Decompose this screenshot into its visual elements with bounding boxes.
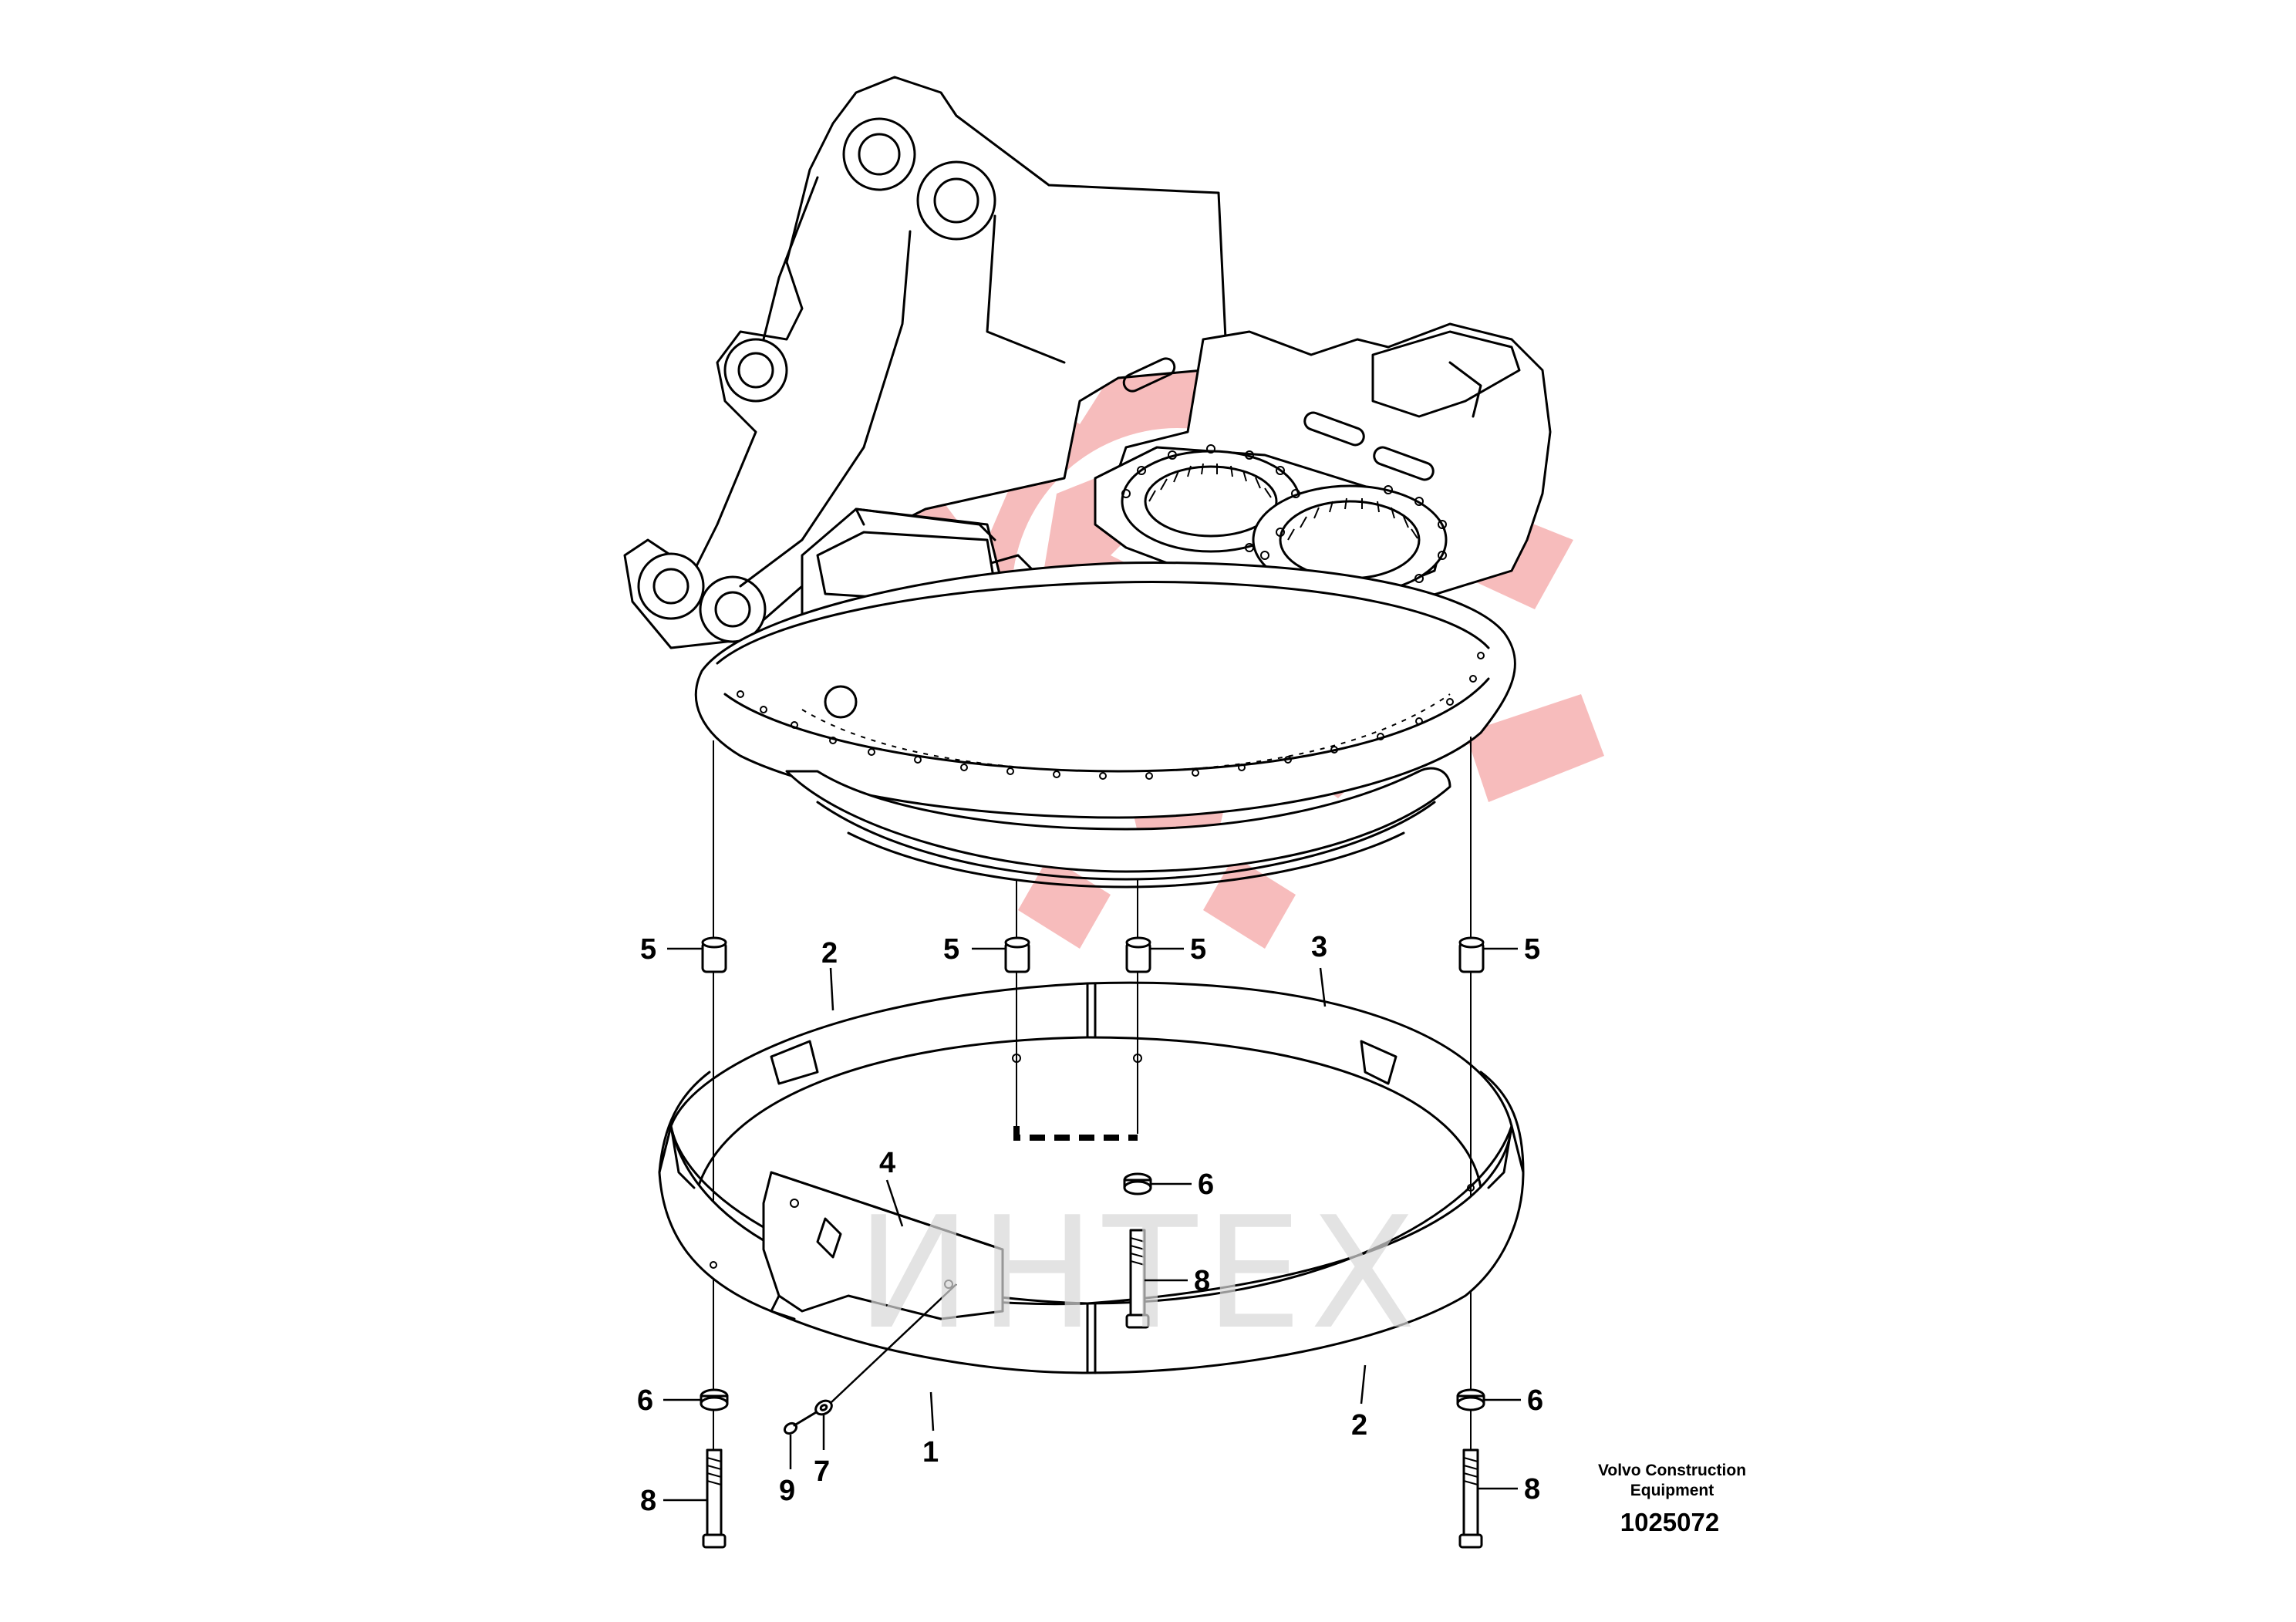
callout-6-center: 6: [1198, 1168, 1214, 1201]
caption-block: Volvo Construction Equipment 1025072: [1598, 1462, 1746, 1536]
spacer-5: [701, 936, 1485, 973]
callout-1: 1: [922, 1436, 939, 1469]
screw-9: [783, 1410, 819, 1435]
bolt-8: [702, 1229, 1483, 1549]
swing-bearing: [694, 561, 1516, 889]
callout-8-left: 8: [640, 1485, 656, 1517]
watermark-text: ИНТЕХ: [856, 1184, 1424, 1364]
callout-5-center-left: 5: [943, 933, 959, 966]
caption-company-line2: Equipment: [1630, 1482, 1714, 1499]
callout-2-top: 2: [821, 937, 838, 969]
callout-leaders: [663, 947, 1521, 1502]
callout-9: 9: [779, 1475, 795, 1507]
callout-8-right: 8: [1524, 1473, 1540, 1506]
callout-5-center-right: 5: [1190, 933, 1206, 966]
callout-6-right: 6: [1527, 1384, 1543, 1417]
washer-7: [814, 1399, 833, 1416]
cover-plate-4: [762, 1171, 1004, 1320]
callout-5-right: 5: [1524, 933, 1540, 966]
callout-7: 7: [814, 1455, 830, 1488]
callout-labels: 5 5 5 5 2 3 4 6 8 6 6 2 1 7 9 8 8: [637, 931, 1543, 1517]
callout-6-left: 6: [637, 1384, 653, 1417]
callout-4: 4: [879, 1147, 895, 1179]
callout-5-left: 5: [640, 933, 656, 966]
washer-6: [700, 1172, 1485, 1411]
caption-drawing-number: 1025072: [1620, 1508, 1719, 1536]
callout-3: 3: [1311, 931, 1327, 963]
caption-company-line1: Volvo Construction: [1598, 1462, 1746, 1479]
callout-8-center: 8: [1194, 1265, 1210, 1297]
callout-2-bottom: 2: [1351, 1409, 1367, 1442]
